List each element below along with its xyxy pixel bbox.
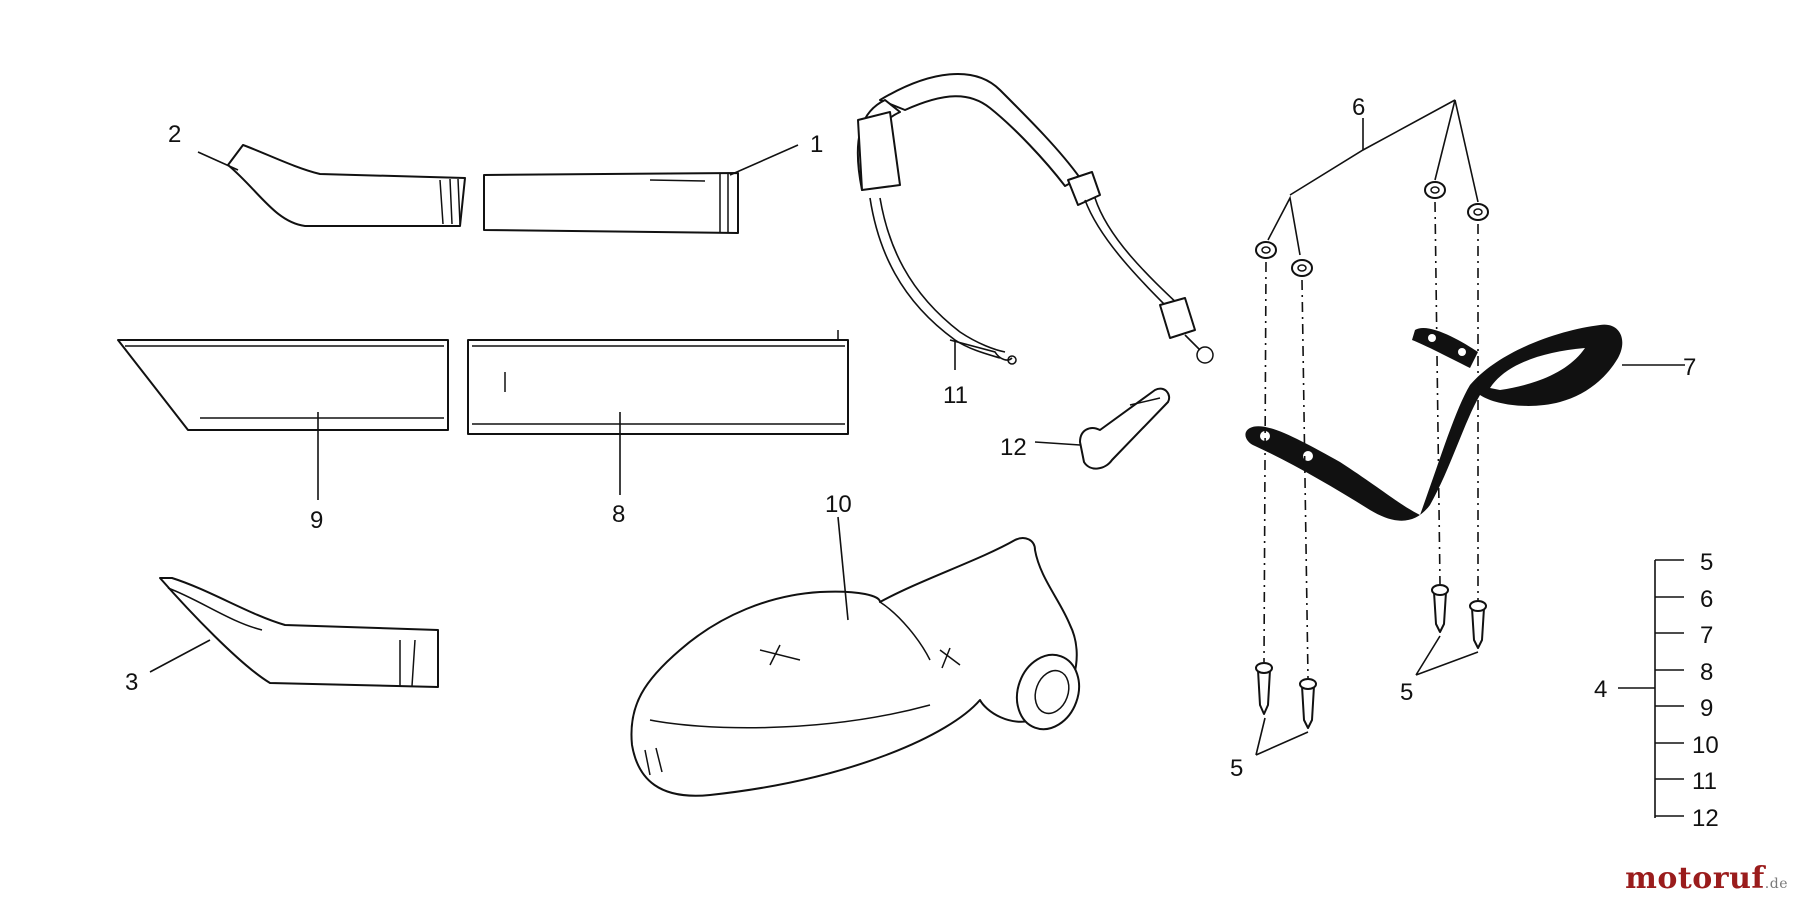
callout-3: 3 bbox=[125, 669, 138, 696]
part-2-curved-tube-icon[interactable] bbox=[227, 144, 466, 227]
callout-1: 1 bbox=[810, 131, 823, 158]
callout-10: 10 bbox=[825, 491, 852, 518]
kit-item: 10 bbox=[1692, 732, 1719, 759]
part-6-nut-icon[interactable] bbox=[1255, 181, 1489, 277]
kit-item: 7 bbox=[1700, 622, 1713, 649]
kit-item: 9 bbox=[1700, 695, 1713, 722]
part-1-tube-icon[interactable] bbox=[483, 172, 739, 234]
callout-11: 11 bbox=[943, 382, 968, 409]
callout-5-left: 5 bbox=[1230, 755, 1243, 782]
kit-contents-list: 5 6 7 8 9 10 11 12 bbox=[1692, 549, 1719, 832]
part-8-straight-tube-icon[interactable] bbox=[467, 330, 849, 435]
callout-4: 4 bbox=[1594, 676, 1607, 703]
part-10-shroud-icon[interactable] bbox=[630, 537, 1089, 797]
brand-watermark[interactable]: motoruf.de bbox=[1625, 861, 1788, 896]
callout-labels: 2 1 9 8 3 10 11 12 6 7 5 5 4 bbox=[125, 94, 1696, 782]
callout-9: 9 bbox=[310, 507, 323, 534]
part-11-shoulder-strap-icon[interactable] bbox=[856, 73, 1214, 365]
part-12-clip-icon[interactable] bbox=[1079, 387, 1171, 470]
callout-6: 6 bbox=[1352, 94, 1365, 121]
kit-item: 12 bbox=[1692, 805, 1719, 832]
kit-item: 5 bbox=[1700, 549, 1713, 576]
part-3-concentrator-nozzle-icon[interactable] bbox=[159, 577, 439, 688]
callout-12: 12 bbox=[1000, 434, 1027, 461]
kit-item: 11 bbox=[1692, 768, 1717, 795]
callout-7: 7 bbox=[1683, 354, 1696, 381]
leader-lines bbox=[149, 99, 1685, 818]
kit-item: 6 bbox=[1700, 586, 1713, 613]
kit-item: 8 bbox=[1700, 659, 1713, 686]
part-9-angled-tube-icon[interactable] bbox=[117, 339, 449, 431]
brand-name: motoruf bbox=[1625, 861, 1765, 896]
callout-5-right: 5 bbox=[1400, 679, 1413, 706]
brand-tld: .de bbox=[1764, 876, 1788, 892]
callout-2: 2 bbox=[168, 121, 181, 148]
assembly-axis-lines bbox=[1263, 201, 1479, 679]
part-5-screw-icon[interactable] bbox=[1255, 584, 1487, 729]
callout-8: 8 bbox=[612, 501, 625, 528]
part-7-handle-bar-icon[interactable] bbox=[1245, 324, 1623, 521]
